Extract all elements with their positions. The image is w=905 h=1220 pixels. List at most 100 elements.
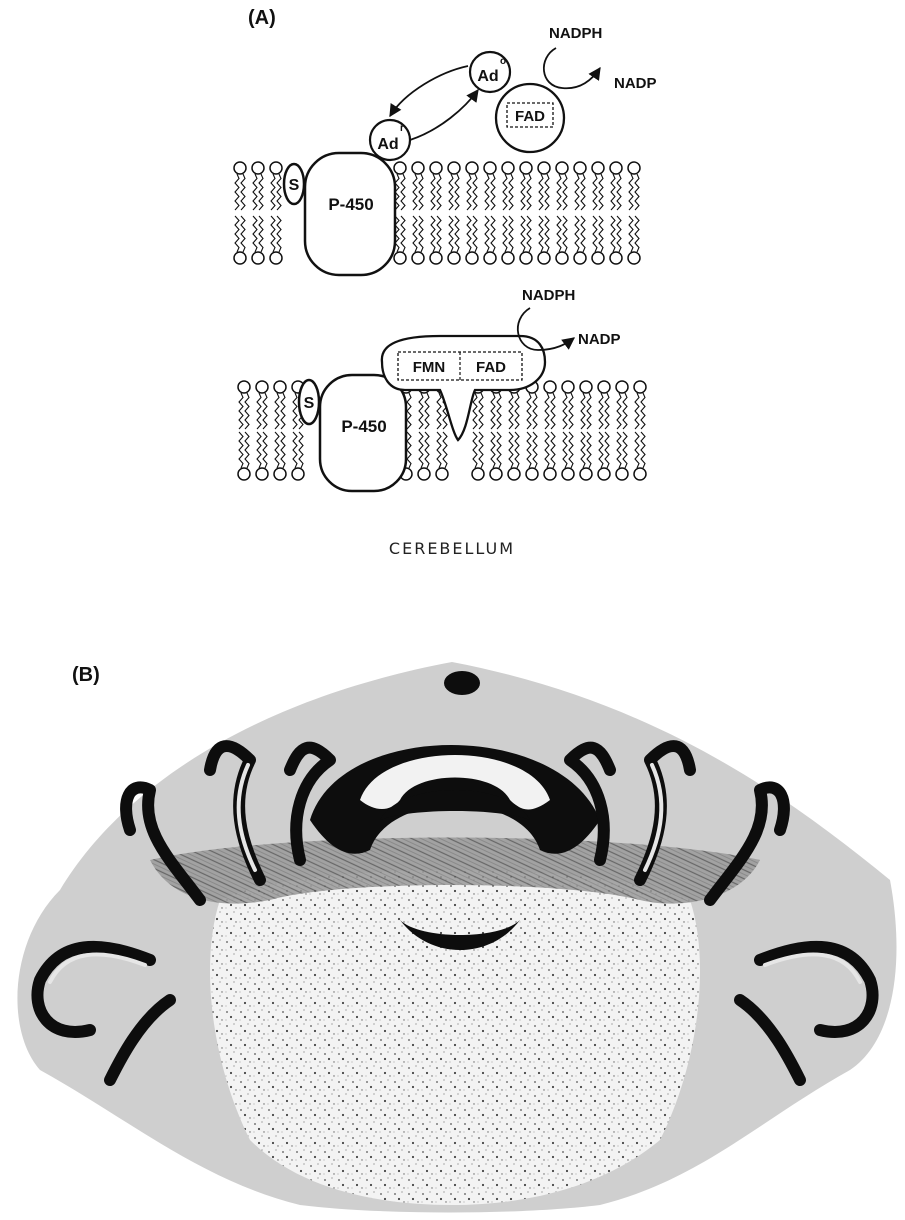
lipid-tail	[605, 393, 609, 429]
lipid-tail	[473, 393, 477, 429]
lipid-tail	[259, 216, 263, 252]
lipid-tail	[419, 393, 423, 429]
lipid-tail	[425, 393, 429, 429]
arrow-nadph-to-nadp-top	[544, 48, 600, 88]
nadp-label-bottom: NADP	[578, 331, 621, 348]
lipid-tail	[437, 174, 441, 210]
lipid-tail	[239, 393, 243, 429]
lipid-tail	[563, 216, 567, 252]
lipid-tail	[497, 393, 501, 429]
substrate-label: S	[289, 177, 300, 194]
lipid-head	[436, 468, 448, 480]
midline-vessel	[444, 671, 480, 695]
lipid-tail	[545, 216, 549, 252]
lipid-tail	[449, 216, 453, 252]
lipid-head	[544, 468, 556, 480]
lipid-tail	[293, 393, 297, 429]
lipid-head	[234, 162, 246, 174]
p450-protein	[305, 153, 395, 275]
lipid-tail	[617, 174, 621, 210]
lipid-tail	[569, 393, 573, 429]
lipid-tail	[635, 174, 639, 210]
lipid-head	[592, 162, 604, 174]
nadp-label-top: NADP	[614, 75, 657, 92]
lipid-tail	[257, 393, 261, 429]
lipid-tail	[419, 432, 423, 468]
lipid-tail	[569, 432, 573, 468]
lipid-tail	[617, 393, 621, 429]
lipid-tail	[563, 432, 567, 468]
lipid-tail	[491, 432, 495, 468]
adrenodoxin-oxidized-sup: o	[500, 56, 506, 67]
lipid-head	[448, 252, 460, 264]
lipid-head	[274, 468, 286, 480]
arrow-ad-reduced-to-oxidized	[410, 90, 478, 140]
lipid-tail	[413, 174, 417, 210]
lipid-tail	[473, 174, 477, 210]
lipid-tail	[419, 174, 423, 210]
lipid-tail	[593, 174, 597, 210]
lipid-head	[508, 468, 520, 480]
lipid-tail	[491, 174, 495, 210]
lipid-tail	[623, 393, 627, 429]
lipid-head	[270, 162, 282, 174]
lipid-head	[274, 381, 286, 393]
lipid-tail	[437, 432, 441, 468]
lipid-tail	[293, 432, 297, 468]
p450-label: P-450	[328, 195, 373, 214]
lipid-tail	[527, 174, 531, 210]
lipid-tail	[437, 393, 441, 429]
lipid-head	[484, 252, 496, 264]
lipid-tail	[551, 432, 555, 468]
lipid-head	[292, 468, 304, 480]
lipid-tail	[443, 432, 447, 468]
lipid-tail	[539, 216, 543, 252]
lipid-tail	[599, 393, 603, 429]
lipid-head	[526, 468, 538, 480]
lipid-tail	[431, 174, 435, 210]
lipid-tail	[545, 393, 549, 429]
lipid-tail	[239, 432, 243, 468]
lipid-tail	[545, 432, 549, 468]
lipid-tail	[527, 393, 531, 429]
lipid-head	[466, 162, 478, 174]
lipid-tail	[277, 174, 281, 210]
lipid-head	[556, 162, 568, 174]
bottom-diagram: S P-450 FMN FAD NADPH NADP	[238, 287, 646, 491]
lipid-head	[238, 381, 250, 393]
lipid-head	[610, 252, 622, 264]
lipid-tail	[521, 216, 525, 252]
lipid-head	[538, 162, 550, 174]
lipid-tail	[467, 174, 471, 210]
lipid-head	[448, 162, 460, 174]
lipid-tail	[407, 432, 411, 468]
p450-label-bottom: P-450	[341, 417, 386, 436]
lipid-head	[628, 162, 640, 174]
lipid-tail	[419, 216, 423, 252]
panel-b-label: (B)	[72, 664, 100, 686]
lipid-tail	[617, 432, 621, 468]
lipid-tail	[515, 393, 519, 429]
lipid-head	[616, 468, 628, 480]
lipid-head	[256, 381, 268, 393]
lipid-tail	[581, 174, 585, 210]
fad-label: FAD	[515, 108, 545, 125]
lipid-head	[418, 468, 430, 480]
lipid-tail	[253, 174, 257, 210]
lipid-tail	[425, 432, 429, 468]
lipid-head	[270, 252, 282, 264]
lipid-head	[634, 468, 646, 480]
lipid-tail	[503, 216, 507, 252]
lipid-head	[502, 252, 514, 264]
lipid-head	[562, 381, 574, 393]
lipid-head	[252, 162, 264, 174]
lipid-head	[580, 468, 592, 480]
arrow-ad-oxidized-to-reduced	[390, 66, 468, 116]
lipid-tail	[611, 174, 615, 210]
lipid-tail	[581, 432, 585, 468]
lipid-tail	[271, 174, 275, 210]
lipid-tail	[455, 216, 459, 252]
lipid-head	[574, 162, 586, 174]
fmn-label: FMN	[413, 359, 446, 376]
lipid-tail	[635, 393, 639, 429]
